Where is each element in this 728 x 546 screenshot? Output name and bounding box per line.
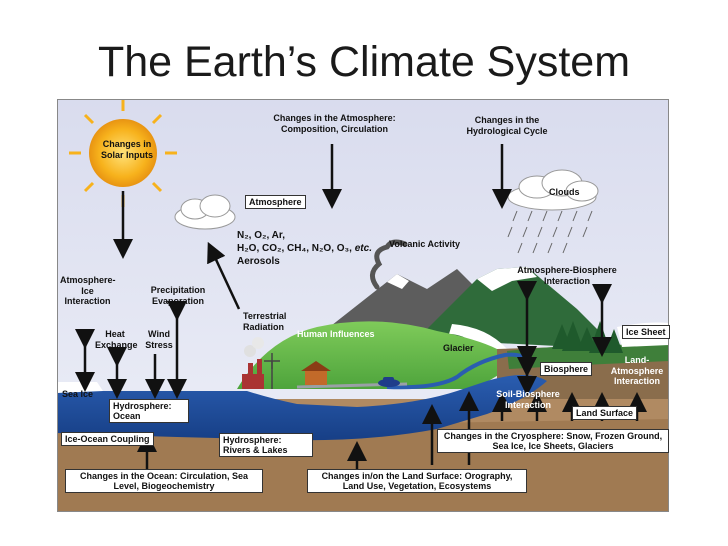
rain (507, 210, 593, 254)
label-hydro-rivers: Hydrosphere: Rivers & Lakes (219, 433, 313, 457)
house (301, 361, 331, 385)
label-hydro-change: Changes in the Hydrological Cycle (466, 115, 548, 136)
label-soil-bio: Soil-Biosphere Interaction (496, 389, 560, 410)
label-atmo-ice: Atmosphere-Ice Interaction (60, 275, 116, 306)
label-precip: Precipitation Evaporation (150, 285, 206, 306)
double-arrows (75, 281, 612, 399)
windmill (264, 353, 280, 389)
slide-title: The Earth’s Climate System (97, 38, 631, 86)
glacier-flow (449, 324, 507, 351)
cloud-left (174, 194, 236, 230)
gas-line-2: H₂O, CO₂, CH₄, N₂O, O₃, etc. (237, 243, 372, 254)
car (378, 377, 400, 387)
label-wind: Wind Stress (145, 329, 173, 350)
label-land-atmo: Land-Atmosphere Interaction (610, 355, 664, 386)
label-ice-ocean: Ice-Ocean Coupling (61, 432, 154, 446)
label-ice-sheet: Ice Sheet (622, 325, 670, 339)
label-clouds: Clouds (549, 187, 580, 197)
label-human: Human Influences (297, 329, 375, 339)
label-atmo-bio: Atmosphere-Biosphere Interaction (517, 265, 617, 286)
label-land-surface: Land Surface (572, 406, 638, 420)
atmos-composition: N₂, O₂, Ar, H₂O, CO₂, CH₄, N₂O, O₃, etc.… (237, 229, 372, 268)
gas-etc: etc. (354, 243, 372, 254)
label-cryo-change: Changes in the Cryosphere: Snow, Frozen … (437, 429, 669, 453)
label-ocean-change: Changes in the Ocean: Circulation, Sea L… (65, 469, 263, 493)
label-atmos-change: Changes in the Atmosphere: Composition, … (273, 113, 396, 134)
gas-line-3: Aerosols (237, 256, 280, 267)
label-land-change: Changes in/on the Land Surface: Orograph… (307, 469, 527, 493)
climate-system-diagram: Changes in Solar Inputs Changes in the A… (57, 99, 670, 512)
label-volcanic: Volcanic Activity (389, 239, 461, 249)
label-hydro-ocean: Hydrosphere: Ocean (109, 399, 189, 423)
label-heat: Heat Exchange (95, 329, 138, 350)
gas-line-1: N₂, O₂, Ar, (237, 230, 285, 241)
label-atmosphere: Atmosphere (245, 195, 306, 209)
volcanic-smoke (370, 239, 408, 290)
factory (242, 337, 264, 389)
label-glacier: Glacier (443, 343, 474, 353)
label-solar: Changes in Solar Inputs (100, 139, 153, 160)
label-terrestrial: Terrestrial Radiation (243, 311, 287, 332)
label-sea-ice: Sea Ice (62, 389, 94, 399)
label-biosphere: Biosphere (540, 362, 593, 376)
cloud-right (507, 169, 599, 211)
